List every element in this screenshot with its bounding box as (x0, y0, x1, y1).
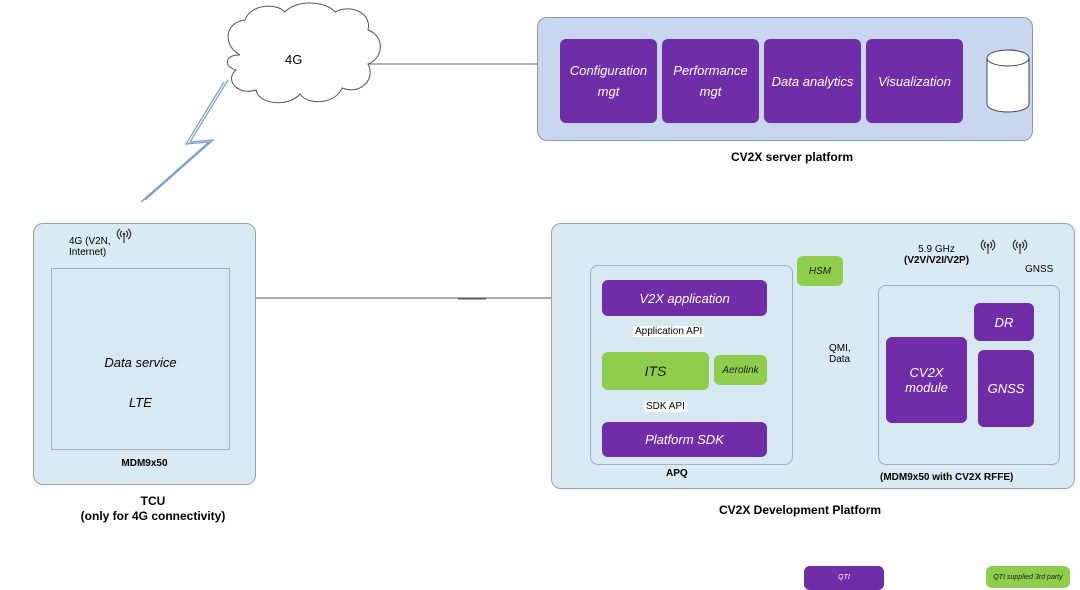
apq-label: APQ (666, 468, 688, 479)
server-platform-title: CV2X server platform (731, 150, 854, 164)
tcu-chip-label: MDM9x50 (121, 458, 168, 469)
qmi-data-label: QMI, Data (829, 343, 851, 365)
platform-sdk-module: Platform SDK (602, 422, 767, 457)
tcu-inner-box: Data service LTE (51, 268, 230, 450)
legend-third-party-swatch: QTI supplied 3rd party (986, 566, 1070, 588)
sdk-api-label: SDK API (644, 401, 687, 412)
tcu-antenna-label: 4G (V2N, Internet) (69, 236, 111, 258)
tcu-panel: Data service LTE MDM9x50 (33, 223, 256, 485)
dev-platform-title: CV2X Development Platform (719, 503, 882, 517)
data-service-label: Data service (104, 355, 177, 370)
gnss-antenna-icon (1012, 239, 1028, 254)
dr-module: DR (974, 303, 1034, 341)
antenna-icon (116, 228, 132, 243)
tcu-title: TCU (only for 4G connectivity) (80, 494, 226, 523)
visualization-module: Visualization (866, 39, 963, 123)
v2x-application-module: V2X application (602, 280, 767, 316)
cloud-label: 4G (285, 52, 303, 67)
cloud-shape (226, 2, 381, 104)
mdm-label: (MDM9x50 with CV2X RFFE) (880, 472, 1014, 483)
v2x-antenna-icon (980, 239, 996, 254)
hsm-module: HSM (797, 256, 843, 286)
data-analytics-module: Data analytics (764, 39, 861, 123)
gnss-module: GNSS (978, 350, 1034, 427)
lte-label: LTE (129, 395, 152, 410)
legend-qti-swatch: QTI (804, 566, 884, 588)
its-module: ITS (602, 352, 709, 390)
application-api-label: Application API (633, 326, 705, 337)
aerolink-module: Aerolink (714, 355, 767, 385)
v2x-antenna-label: 5.9 GHz (V2V/V2I/V2P) (904, 244, 970, 266)
wireless-link-bolt (144, 79, 229, 201)
gnss-antenna-label: GNSS (1025, 264, 1054, 275)
database-icon (986, 49, 1030, 113)
